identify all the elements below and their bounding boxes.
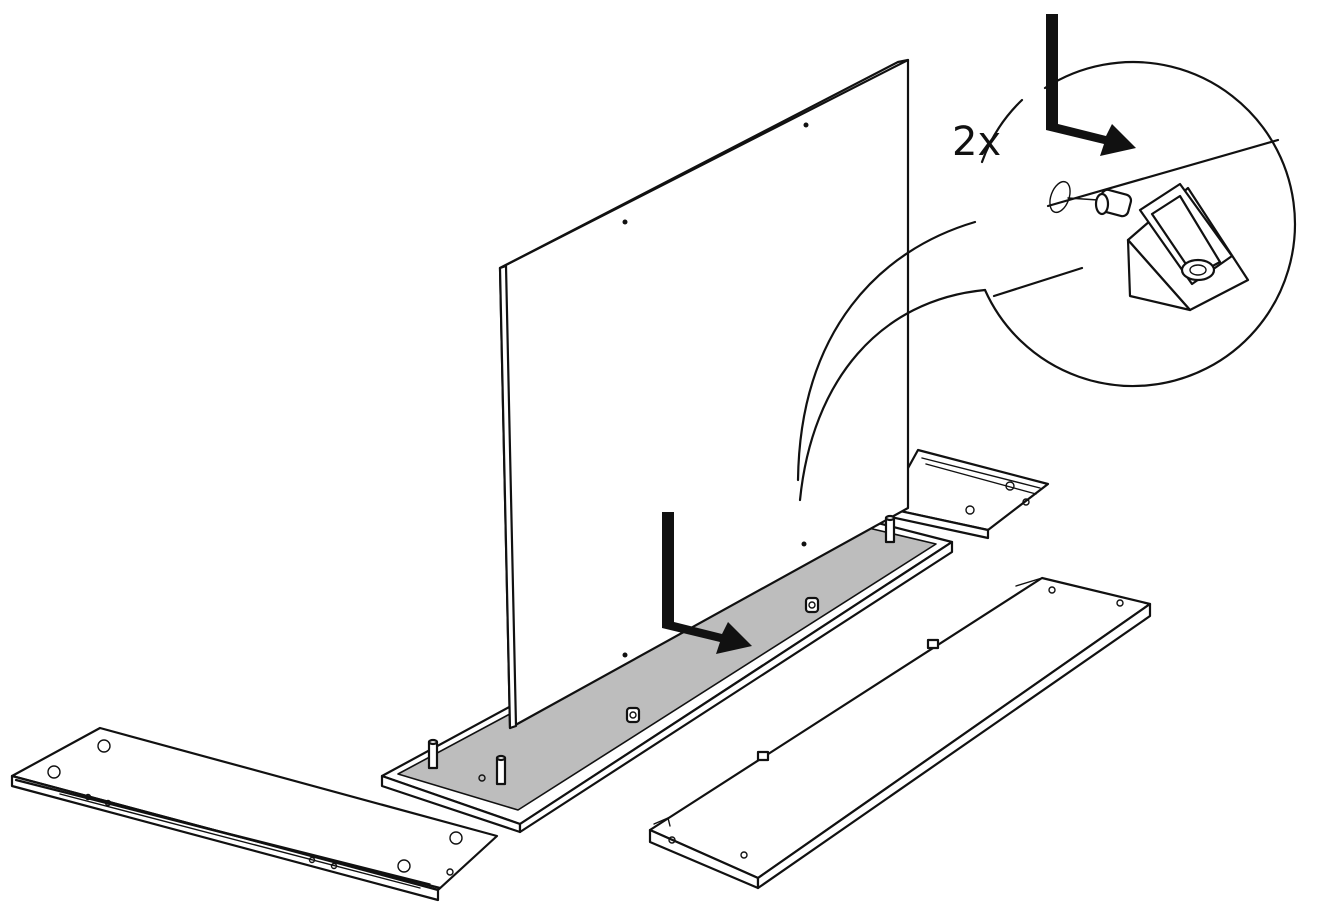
- cam-lock-icon: [804, 596, 820, 614]
- dowel-icon: [884, 514, 896, 544]
- cam-lock-icon: [756, 750, 770, 762]
- end-piece: [884, 448, 1050, 540]
- dowel-icon: [427, 738, 439, 770]
- bracket-fitting-icon: [1094, 182, 1250, 312]
- down-right-arrow-icon: [662, 512, 752, 654]
- dowel-icon: [495, 754, 507, 786]
- upright-panel: [498, 58, 910, 730]
- right-side-panel: [648, 576, 1152, 890]
- detail-callout: [796, 14, 1297, 502]
- left-side-panel: [10, 726, 499, 902]
- down-right-arrow-icon: [1046, 14, 1136, 156]
- quantity-label: 2x: [952, 119, 1002, 165]
- base-board: [380, 516, 954, 834]
- cam-lock-icon: [625, 706, 641, 724]
- cam-lock-icon: [926, 638, 940, 650]
